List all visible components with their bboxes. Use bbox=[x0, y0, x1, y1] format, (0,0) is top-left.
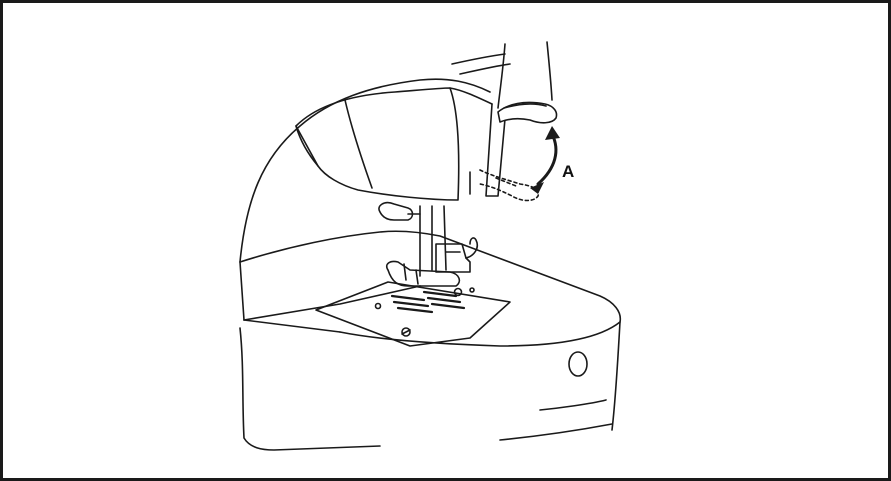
head-cover bbox=[295, 87, 460, 201]
feed-dogs bbox=[390, 290, 466, 314]
presser-foot-holder bbox=[435, 243, 471, 273]
plate-screw-top bbox=[453, 287, 463, 297]
machine-head-edge bbox=[497, 43, 506, 109]
base-bottom-edge bbox=[499, 423, 613, 441]
machine-arm-outline bbox=[239, 78, 491, 263]
machine-head-top-right bbox=[546, 41, 553, 101]
plate-screw-bottom bbox=[401, 327, 411, 337]
bed-extension bbox=[243, 285, 421, 321]
movement-arrow bbox=[536, 132, 558, 186]
needle-clamp-screw bbox=[378, 201, 414, 221]
arrow-head-down bbox=[530, 182, 544, 194]
machine-base-front bbox=[239, 327, 381, 451]
needle-plate bbox=[315, 281, 511, 347]
presser-foot-lever-lowered bbox=[479, 169, 540, 202]
presser-foot bbox=[385, 260, 461, 287]
presser-foot-lever bbox=[497, 101, 558, 124]
machine-bed-top bbox=[239, 230, 622, 323]
callout-label-a: A bbox=[562, 162, 574, 181]
base-side-button bbox=[568, 351, 588, 377]
plate-screw-left bbox=[374, 302, 382, 310]
arrow-head-up bbox=[545, 126, 560, 140]
